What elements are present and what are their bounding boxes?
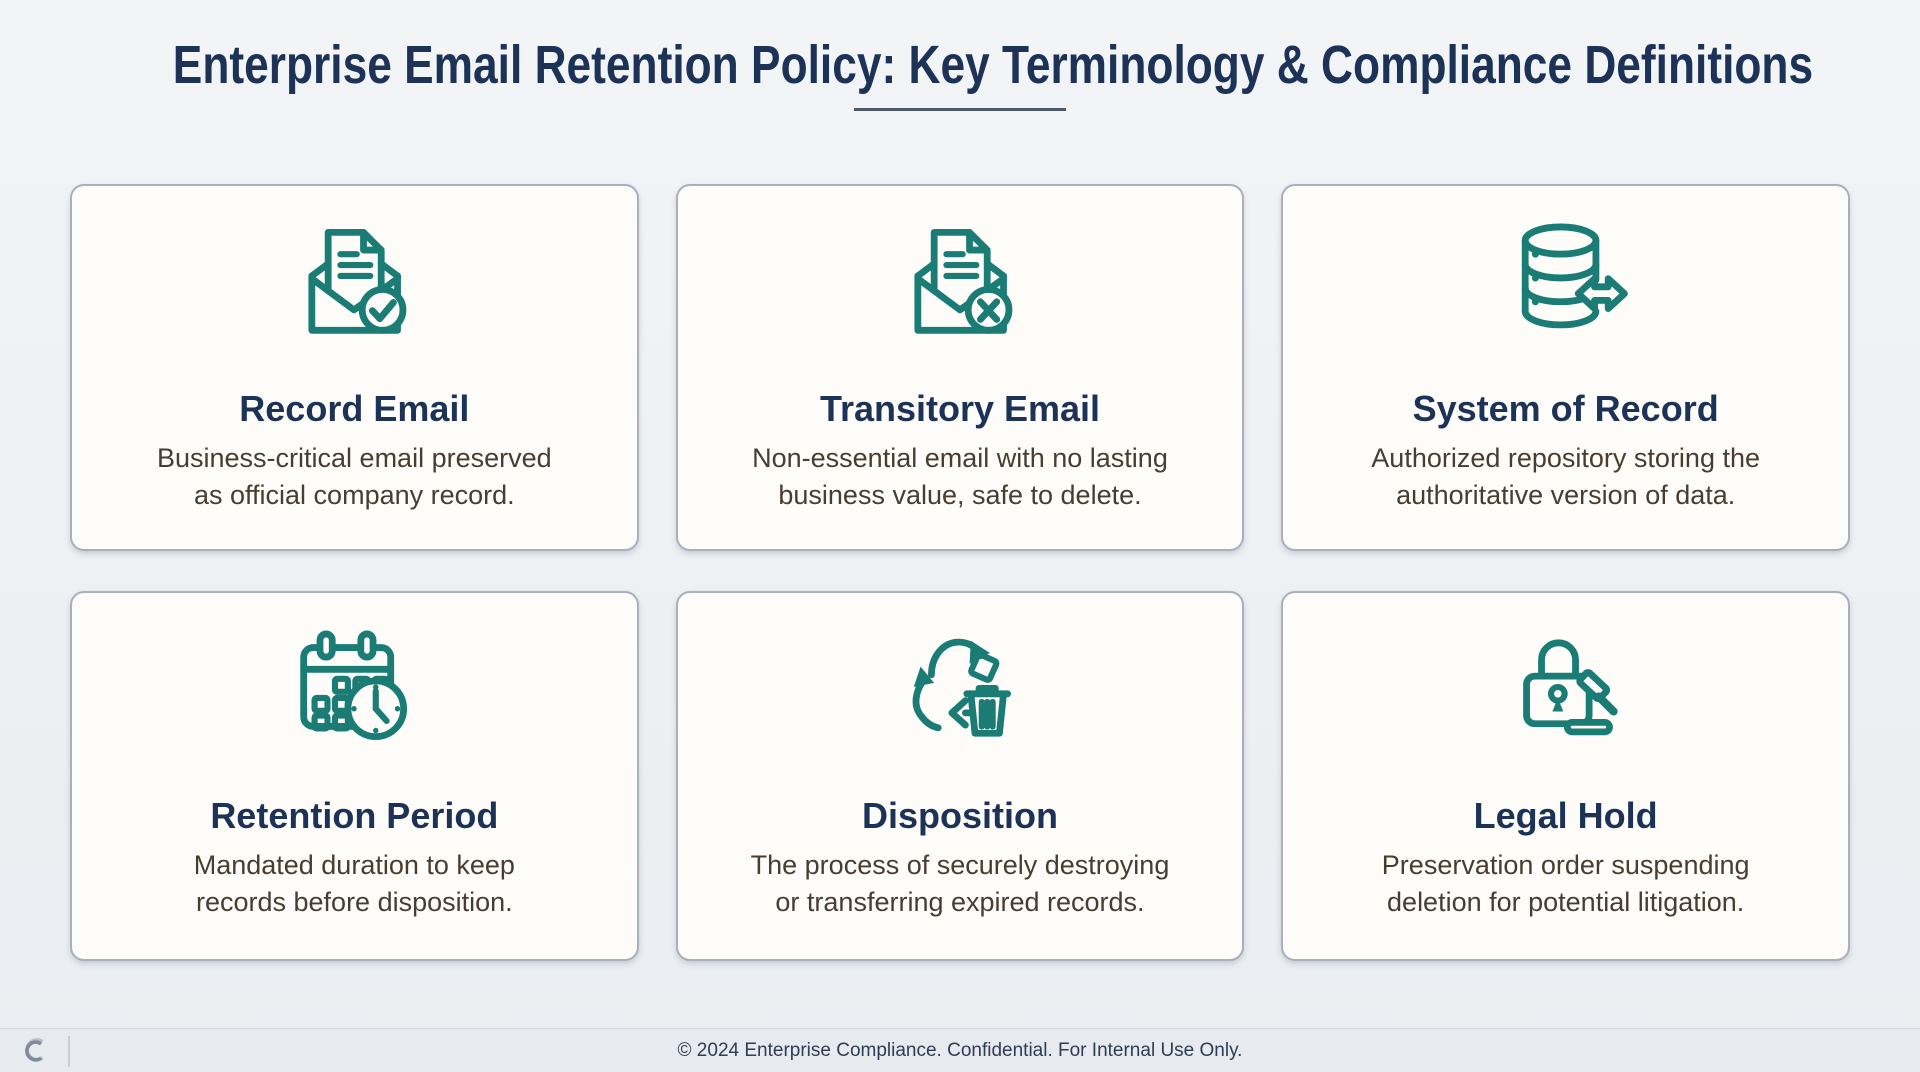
card-description: Business-critical email preserved as off… (157, 443, 552, 510)
title-underline (854, 108, 1066, 112)
card-legal-hold: Legal Hold Preservation order suspending… (1281, 591, 1850, 962)
card-description: Non-essential email with no lasting busi… (752, 443, 1168, 510)
footer-divider (68, 1036, 70, 1067)
retention-period-icon (72, 619, 637, 755)
card-description: Mandated duration to keep records before… (193, 850, 515, 917)
disposition-card: Disposition The process of securely dest… (675, 591, 1245, 962)
page-title: Enterprise Email Retention Policy: Key T… (172, 35, 1814, 95)
card-title: Disposition (861, 795, 1058, 837)
system-of-record-icon (1283, 212, 1848, 348)
card-system-of-record: System of Record Authorized repository s… (1281, 184, 1850, 552)
c-logo-icon (25, 1037, 44, 1062)
card-description: Authorized repository storing the author… (1371, 443, 1761, 510)
transitory-email-icon (678, 212, 1243, 348)
card-record-email: Record Email Business-critical email pre… (70, 184, 639, 552)
card-title: Transitory Email (819, 388, 1101, 430)
card-transitory-email: Transitory Email Non-essential email wit… (675, 184, 1245, 552)
card-title: Record Email (239, 388, 470, 430)
card-title: Legal Hold (1473, 795, 1658, 837)
footer-bar: © 2024 Enterprise Compliance. Confidenti… (0, 1028, 1920, 1072)
card-title: System of Record (1412, 388, 1719, 430)
disposition-icon (678, 619, 1243, 755)
definitions-grid: Record Email Business-critical email pre… (70, 184, 1850, 962)
card-description: Preservation order suspending deletion f… (1381, 850, 1750, 917)
card-title: Retention Period (210, 795, 499, 837)
legal-hold-icon (1283, 619, 1848, 755)
footer-copyright: © 2024 Enterprise Compliance. Confidenti… (677, 1039, 1243, 1061)
card-description: The process of securely destroying or tr… (750, 850, 1170, 917)
page-header: Enterprise Email Retention Policy: Key T… (0, 0, 1920, 112)
record-email-icon (72, 212, 637, 348)
card-retention-period: Retention Period Mandated duration to ke… (70, 591, 639, 962)
